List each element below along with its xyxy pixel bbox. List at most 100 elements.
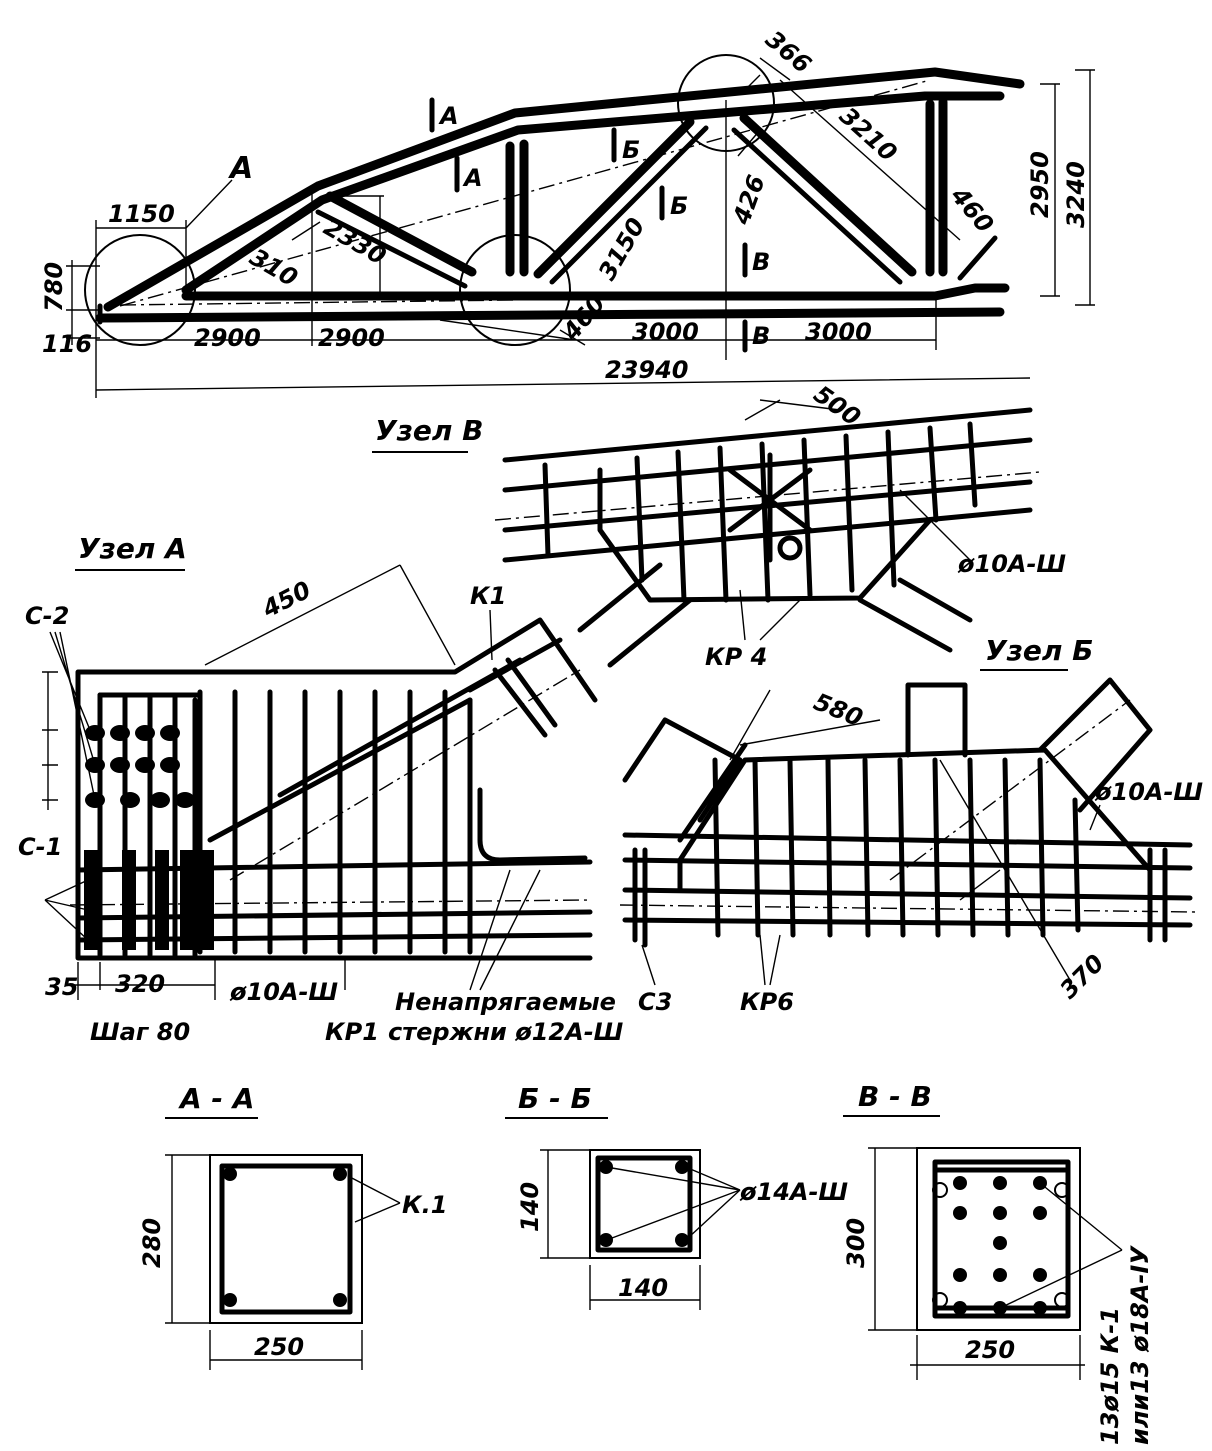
cut-a-top-label: А bbox=[438, 102, 459, 130]
node-b-axis bbox=[619, 904, 1196, 913]
section-vv-dims bbox=[868, 1147, 1085, 1380]
dim-310: 310 bbox=[245, 243, 302, 292]
top-chord-outer bbox=[103, 67, 1025, 312]
node-a-c2-leader bbox=[49, 631, 96, 801]
section-aa-dims bbox=[165, 1154, 363, 1370]
node-a-stirrups bbox=[197, 689, 473, 955]
dim-116: 116 bbox=[42, 330, 92, 358]
dim-3150: 3150 bbox=[593, 213, 651, 285]
diagonal-1b bbox=[315, 209, 468, 289]
node-b-chord bbox=[622, 832, 1193, 928]
node-a-note-leader bbox=[469, 869, 541, 991]
node-a-note-line2: стержни ø12А-Ш bbox=[388, 1018, 624, 1046]
node-a-hook bbox=[477, 787, 588, 863]
diagonal-2 bbox=[533, 117, 695, 279]
dim-23940: 23940 bbox=[605, 356, 689, 384]
node-a-dim-320: 320 bbox=[115, 970, 165, 998]
dim-1150: 1150 bbox=[108, 200, 175, 228]
node-v-rebar-label: ø10А-Ш bbox=[957, 550, 1066, 578]
diagonal-3 bbox=[739, 113, 917, 277]
section-aa-stirrup bbox=[219, 1163, 353, 1315]
dim-3240: 3240 bbox=[1062, 161, 1090, 228]
node-b-diagonal-right-axis bbox=[889, 699, 1131, 881]
section-vv-corner-1 bbox=[932, 1182, 948, 1198]
dim-2950: 2950 bbox=[1026, 151, 1054, 218]
node-v-anchor bbox=[777, 535, 803, 561]
node-b-post bbox=[905, 682, 968, 758]
node-v-kr-label: КР 4 bbox=[705, 643, 767, 671]
section-vv-leader bbox=[999, 1182, 1123, 1309]
section-bb-bar-3 bbox=[599, 1233, 613, 1247]
node-a-c1-label: С-1 bbox=[18, 833, 62, 861]
node-v-dim-500: 500 bbox=[809, 380, 866, 432]
cut-b-marks bbox=[611, 127, 665, 221]
diagonal-1 bbox=[325, 191, 477, 277]
node-v-dims bbox=[744, 399, 971, 561]
section-vv-label-1: 13ø15 К-1 bbox=[1096, 1307, 1124, 1445]
section-aa-bar-2 bbox=[333, 1167, 347, 1181]
node-a-c1-leader bbox=[44, 879, 89, 941]
section-vv-height: 300 bbox=[842, 1218, 870, 1268]
section-aa-label: К.1 bbox=[402, 1191, 447, 1219]
cut-a-bottom-label: А bbox=[462, 164, 483, 192]
node-a-anchors bbox=[84, 692, 214, 958]
section-vv-stirrup bbox=[932, 1159, 1071, 1319]
node-circle-a bbox=[84, 234, 196, 346]
section-vv-corner-4 bbox=[1054, 1292, 1070, 1308]
dim-460-b: 460 bbox=[945, 181, 999, 238]
node-b-dim-370: 370 bbox=[1054, 949, 1109, 1004]
truss-elevation: 1150 780 116 2900 2900 3000 3000 23940 3… bbox=[40, 25, 1095, 398]
dim-3210: 3210 bbox=[834, 102, 902, 168]
node-a-detail: Узел А 450 К1 С-2 С-1 35 320 Шаг 80 bbox=[18, 532, 624, 1046]
node-b-diagonal-left bbox=[622, 717, 748, 843]
section-aa-height: 280 bbox=[138, 1218, 166, 1268]
section-vv-strands bbox=[953, 1176, 1047, 1315]
cut-a-marks bbox=[429, 97, 460, 193]
diagonal-3b bbox=[731, 127, 903, 285]
dim-366: 366 bbox=[760, 25, 816, 79]
node-a-outline bbox=[75, 617, 598, 961]
node-a-kr-label: КР1 bbox=[325, 1018, 379, 1046]
node-circle-b bbox=[459, 234, 571, 346]
vertical-2 bbox=[925, 97, 948, 277]
dim-2900-a: 2900 bbox=[194, 324, 261, 352]
section-aa-leader bbox=[347, 1175, 401, 1223]
node-b-rebar-leader bbox=[1089, 804, 1101, 831]
node-v-diagonal-left bbox=[577, 562, 693, 668]
bottom-chord-top bbox=[181, 283, 1010, 301]
vertical-1 bbox=[505, 139, 529, 277]
section-bb-height: 140 bbox=[516, 1182, 544, 1232]
node-b-end-bars bbox=[632, 847, 1168, 948]
dim-2900-b: 2900 bbox=[318, 324, 385, 352]
section-vv: В - В 300 250 13ø15 К-1 или13 ø18А-IУ bbox=[842, 1080, 1154, 1445]
section-aa-bar-1 bbox=[223, 1167, 237, 1181]
section-aa-title: А - А bbox=[178, 1082, 254, 1115]
diagonal-2b bbox=[549, 125, 709, 285]
node-v-cross bbox=[727, 452, 813, 563]
cut-b-top-label: Б bbox=[622, 136, 640, 164]
node-a-k1-leader bbox=[489, 609, 493, 661]
section-vv-title: В - В bbox=[858, 1080, 932, 1113]
section-vv-outline bbox=[916, 1147, 1081, 1331]
bottom-chord-bottom bbox=[95, 307, 1005, 323]
section-vv-corner-3 bbox=[932, 1292, 948, 1308]
top-chord-inner bbox=[181, 91, 1005, 295]
node-a-k1-hoop bbox=[492, 657, 558, 738]
node-a-dims bbox=[42, 564, 456, 1000]
node-a-rebar-label: ø10А-Ш bbox=[229, 978, 338, 1006]
section-vv-label-2: или13 ø18А-IУ bbox=[1126, 1245, 1154, 1445]
section-bb-width: 140 bbox=[618, 1274, 668, 1302]
section-bb-bar-2 bbox=[675, 1160, 689, 1174]
node-b-kr-leader bbox=[759, 934, 781, 986]
node-v-stirrups bbox=[542, 421, 978, 603]
node-a-dim-35: 35 bbox=[45, 973, 78, 1001]
node-b-title: Узел Б bbox=[985, 634, 1093, 667]
cut-a-line bbox=[185, 179, 233, 229]
section-bb-title: Б - Б bbox=[518, 1082, 592, 1115]
node-a-title: Узел А bbox=[78, 532, 187, 565]
node-v-diagonal-right bbox=[857, 577, 973, 653]
node-b-c3-label: С3 bbox=[638, 988, 672, 1016]
section-aa: А - А 280 250 К.1 bbox=[138, 1082, 447, 1370]
node-a-dim-450: 450 bbox=[257, 576, 315, 624]
